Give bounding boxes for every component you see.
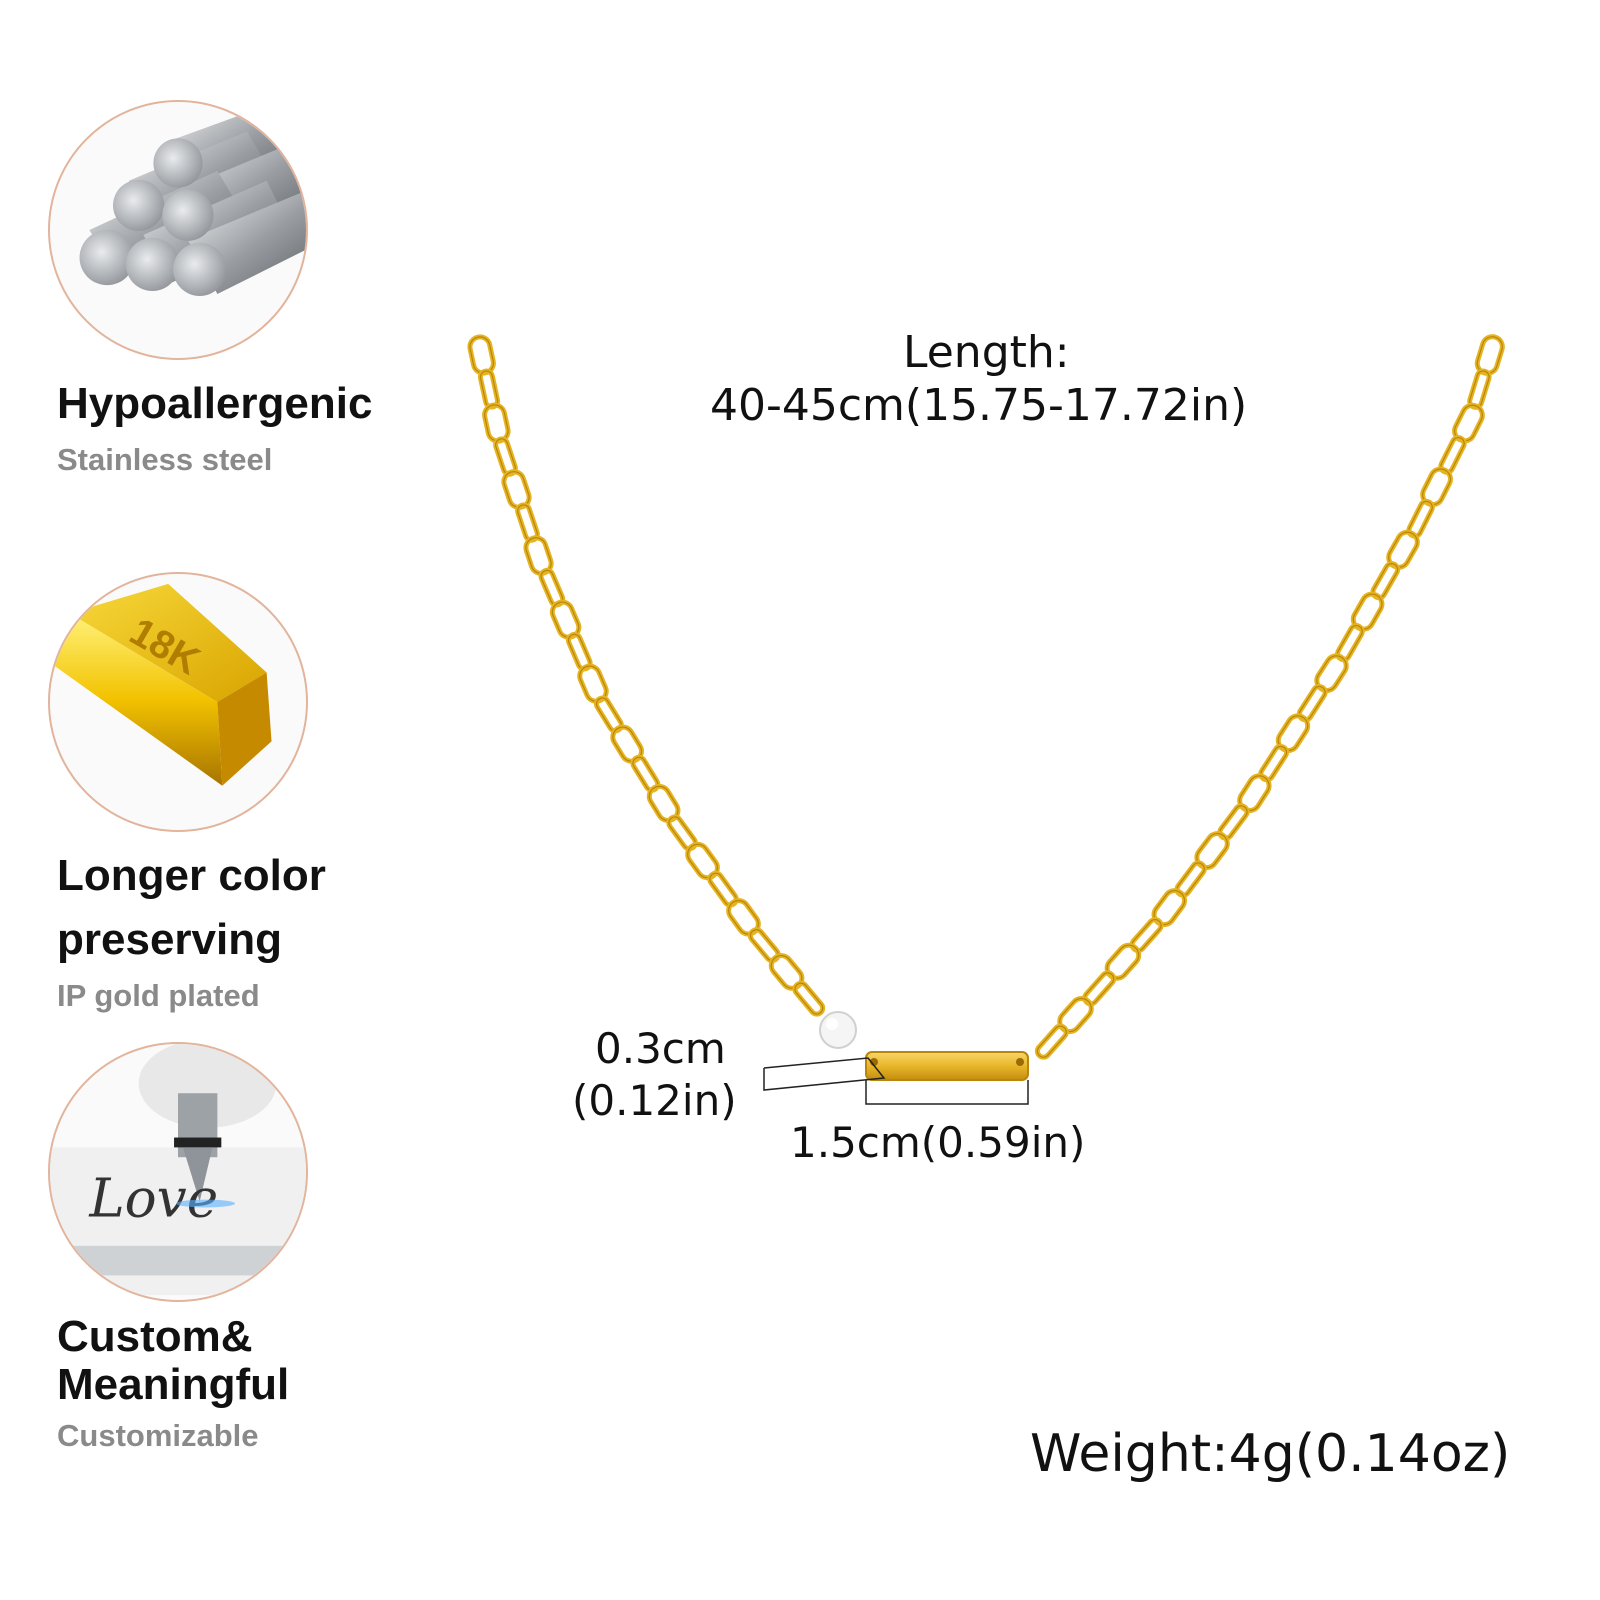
chain-right	[1034, 334, 1505, 1060]
gold-bar-badge: 18K	[48, 572, 308, 832]
steel-rods-badge	[48, 100, 308, 360]
engraving-badge: Love	[48, 1042, 308, 1302]
pendant-hole-right	[1016, 1058, 1024, 1066]
feature-title-hypoallergenic: Hypoallergenic	[57, 379, 373, 428]
gold-bar-icon: 18K	[50, 583, 272, 786]
length-label: Length:	[903, 327, 1070, 378]
feature-title-color-line-1: Longer color	[57, 851, 326, 900]
chain-link-edge	[1036, 1025, 1067, 1058]
pendant-bar	[865, 1051, 1029, 1081]
feature-title-custom-line-1: Custom&	[57, 1312, 253, 1361]
feature-subtitle-customizable: Customizable	[57, 1418, 259, 1453]
bar-height-cm: 0.3cm	[595, 1024, 726, 1073]
chain-link	[792, 980, 826, 1017]
bar-width: 1.5cm(0.59in)	[790, 1118, 1086, 1167]
steel-rods-icon	[79, 102, 306, 296]
engraving-text: Love	[88, 1167, 218, 1229]
height-guide	[763, 1057, 886, 1091]
bar-height-in: (0.12in)	[572, 1076, 737, 1125]
width-guide	[865, 1080, 1029, 1105]
crystal-bead	[819, 1011, 857, 1049]
feature-subtitle-ip-gold: IP gold plated	[57, 978, 260, 1013]
feature-title-color-line-2: preserving	[57, 915, 282, 964]
chain-left	[467, 334, 826, 1017]
chain-link-edge	[794, 982, 824, 1015]
crystal-highlight	[826, 1018, 838, 1030]
feature-subtitle-stainless-steel: Stainless steel	[57, 442, 273, 477]
chain-link	[477, 368, 501, 410]
chain-link	[1151, 888, 1188, 928]
feature-title-custom-line-2: Meaningful	[57, 1360, 290, 1409]
chain-link	[1034, 1023, 1069, 1060]
length-value: 40-45cm(15.75-17.72in)	[710, 380, 1248, 431]
weight-label: Weight:4g(0.14oz)	[1030, 1424, 1511, 1484]
